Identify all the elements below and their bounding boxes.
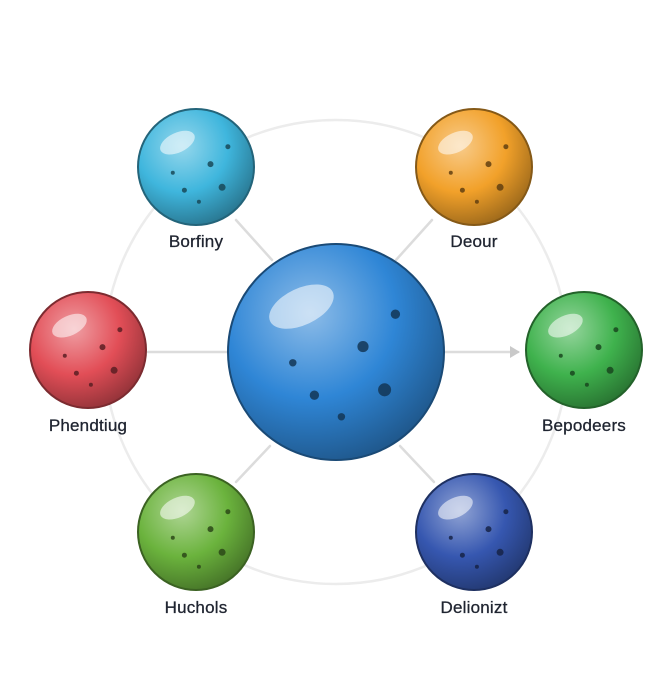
connector-line xyxy=(394,218,434,262)
node-bottom-right xyxy=(415,473,533,591)
node-right xyxy=(525,291,643,409)
node-label-bottom-right: Delionizt xyxy=(440,598,508,617)
arrowhead-icon xyxy=(510,346,520,358)
satellite-nodes xyxy=(29,108,643,591)
node-label-left: Phendtiug xyxy=(48,416,128,435)
node-label-top-left: Borfiny xyxy=(168,232,224,251)
center-node-sphere xyxy=(227,243,445,461)
node-label-top-right: Deour xyxy=(450,232,498,251)
connector-line xyxy=(234,444,272,484)
node-label-right: Bepodeers xyxy=(541,416,627,435)
center-node xyxy=(227,243,445,461)
node-top-right xyxy=(415,108,533,226)
node-label-bottom-left: Huchols xyxy=(164,598,228,617)
node-left xyxy=(29,291,147,409)
node-bottom-left xyxy=(137,473,255,591)
connector-line xyxy=(234,218,274,262)
connector-line xyxy=(398,444,436,484)
node-top-left xyxy=(137,108,255,226)
